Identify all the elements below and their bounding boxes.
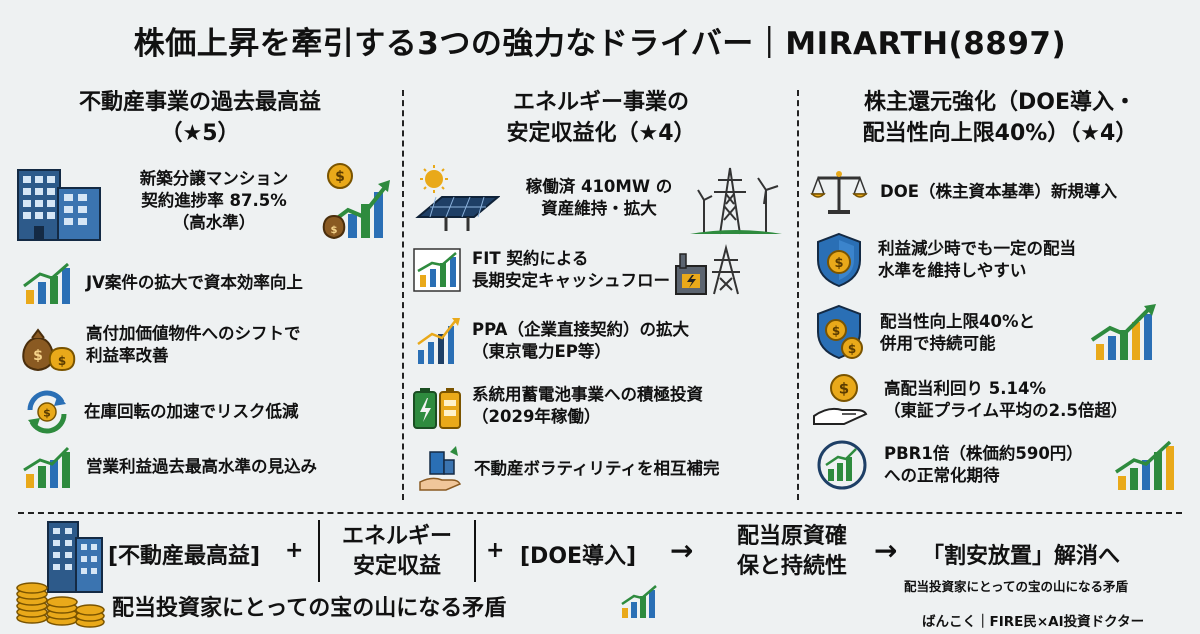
column-heading: 株主還元強化（DOE導入・ 配当性向上限40%）（★4） bbox=[862, 90, 1138, 146]
bottom-caption: 配当投資家にとっての宝の山になる矛盾 bbox=[112, 596, 507, 621]
building-coins-icon bbox=[16, 521, 105, 628]
growth-chart-icon bbox=[23, 446, 70, 488]
growth-chart-icon bbox=[1115, 440, 1174, 490]
list-item: 不動産ボラティリティを相互補完 bbox=[418, 446, 720, 492]
bar-chart-icon bbox=[417, 318, 460, 364]
balance-scale-icon bbox=[810, 171, 868, 214]
page-title: 株価上昇を牽引する3つの強力なドライバー｜MIRARTH(8897) bbox=[133, 26, 1067, 62]
growth-target-icon bbox=[817, 440, 867, 490]
svg-text:$: $ bbox=[58, 354, 66, 368]
growth-chart-icon bbox=[23, 262, 70, 304]
arrow-icon: → bbox=[670, 534, 694, 567]
refresh-coin-icon: $ bbox=[27, 390, 67, 434]
growth-chart-icon bbox=[621, 585, 657, 618]
office-building-icon bbox=[17, 169, 101, 241]
final-subtitle: 配当投資家にとっての宝の山になる矛盾 bbox=[904, 579, 1129, 594]
section-divider bbox=[18, 512, 1182, 514]
list-item: JV案件の拡大で資本効率向上 bbox=[22, 260, 303, 306]
money-bags-icon: $ $ bbox=[22, 328, 76, 372]
formula-bracket bbox=[318, 520, 476, 582]
svg-text:$: $ bbox=[33, 348, 43, 364]
power-tower-icon bbox=[690, 167, 782, 235]
solar-panel-icon bbox=[415, 165, 500, 231]
svg-text:$: $ bbox=[43, 407, 51, 420]
money-growth-icon: $ $ bbox=[322, 163, 390, 240]
list-item: $ 利益減少時でも一定の配当 水準を維持しやすい bbox=[814, 232, 1076, 288]
svg-text:$: $ bbox=[832, 324, 840, 338]
column-heading: エネルギー事業の 安定収益化（★4） bbox=[506, 90, 696, 146]
list-item: $ $ 高付加価値物件へのシフトで 利益率改善 bbox=[18, 318, 301, 372]
shield-coins-icon: $ $ bbox=[817, 304, 863, 360]
svg-text:$: $ bbox=[335, 169, 345, 185]
formula-part-doe: [DOE導入] bbox=[520, 544, 637, 569]
list-item: PBR1倍（株価約590円） への正常化期待 bbox=[816, 438, 1176, 492]
column-energy: エネルギー事業の 安定収益化（★4） bbox=[412, 88, 790, 150]
list-item: 新築分譲マンション 契約進捗率 87.5% （高水準） $ $ bbox=[14, 160, 394, 242]
svg-text:$: $ bbox=[848, 342, 856, 356]
power-plant-icon bbox=[675, 244, 740, 295]
formula-result: 配当原資確 保と持続性 bbox=[736, 524, 847, 579]
formula-part-energy: エネルギー 安定収益 bbox=[341, 524, 452, 579]
column-heading: 不動産事業の過去最高益 （★5） bbox=[78, 90, 321, 146]
plus-sign: + bbox=[285, 538, 304, 563]
growth-chart-icon bbox=[1090, 304, 1156, 360]
list-item: $ 高配当利回り 5.14% （東証プライム平均の2.5倍超） bbox=[812, 372, 1127, 428]
author-credit: ばんこく｜FIRE民×AI投資ドクター bbox=[922, 614, 1145, 630]
growth-chart-icon bbox=[413, 248, 461, 292]
column-divider bbox=[797, 90, 799, 500]
svg-text:$: $ bbox=[834, 256, 843, 271]
column-real-estate: 不動産事業の過去最高益 （★5） bbox=[10, 88, 390, 150]
shield-coin-icon: $ bbox=[817, 232, 861, 288]
svg-text:$: $ bbox=[331, 225, 338, 236]
arrow-icon: → bbox=[874, 534, 898, 567]
column-divider bbox=[402, 90, 404, 500]
list-item: FIT 契約による 長期安定キャッシュフロー bbox=[412, 244, 744, 296]
hand-building-icon bbox=[419, 446, 462, 491]
column-shareholder-returns: 株主還元強化（DOE導入・ 配当性向上限40%）（★4） bbox=[806, 88, 1194, 150]
formula-part-real-estate: [不動産最高益] bbox=[108, 544, 261, 569]
list-item: $ 在庫回転の加速でリスク低減 bbox=[22, 388, 299, 436]
battery-icon bbox=[413, 388, 461, 429]
list-item: PPA（企業直接契約）の拡大 （東京電力EP等） bbox=[414, 316, 689, 366]
list-item: 営業利益過去最高水準の見込み bbox=[22, 444, 317, 490]
list-item: $ $ 配当性向上限40%と 併用で持続可能 bbox=[814, 304, 1158, 362]
list-item: DOE（株主資本基準）新規導入 bbox=[810, 168, 1117, 216]
plus-sign: + bbox=[486, 538, 505, 563]
list-item: 稼働済 410MW の 資産維持・拡大 bbox=[412, 160, 782, 236]
svg-text:$: $ bbox=[839, 380, 849, 398]
hand-coin-icon: $ bbox=[813, 374, 868, 425]
list-item: 系統用蓄電池事業への積極投資 （2029年稼働） bbox=[412, 382, 703, 430]
final-conclusion: 「割安放置」解消へ bbox=[922, 544, 1121, 569]
